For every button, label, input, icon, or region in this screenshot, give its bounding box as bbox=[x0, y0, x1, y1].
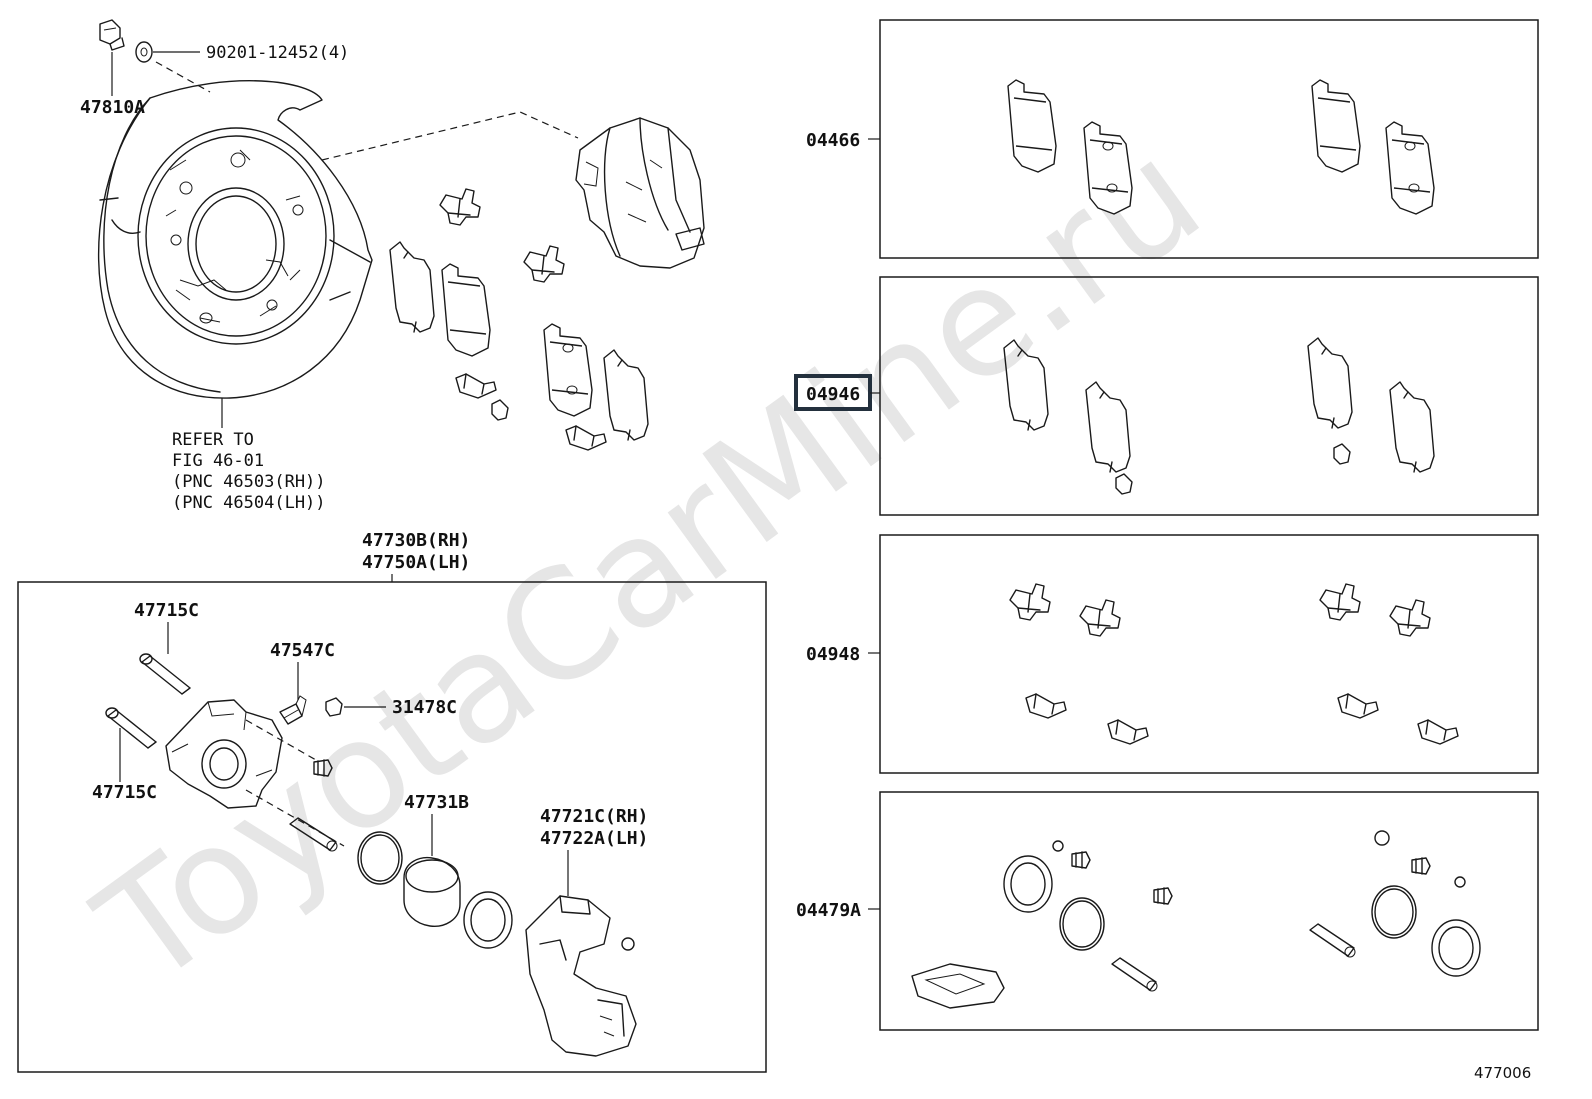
kit-04948-small-4[interactable] bbox=[1417, 719, 1459, 745]
slide-pin-upper[interactable] bbox=[139, 653, 191, 695]
kit-04948-clip-2[interactable] bbox=[1079, 599, 1121, 637]
clip-small-top-2[interactable] bbox=[491, 399, 509, 421]
kit-box-04948[interactable] bbox=[879, 534, 1539, 774]
bleeder-screw[interactable] bbox=[279, 695, 307, 725]
kit-code-04466[interactable]: 04466 bbox=[806, 130, 860, 151]
caliper-body[interactable] bbox=[165, 699, 283, 809]
clip-small-top-1[interactable] bbox=[455, 373, 497, 399]
bleeder-cap[interactable] bbox=[325, 697, 343, 717]
kit-04948-clip-3[interactable] bbox=[1319, 583, 1361, 621]
kit-04946-shim-2[interactable] bbox=[1085, 381, 1131, 473]
kit-box-04479a[interactable] bbox=[879, 791, 1539, 1031]
caliper-mounting[interactable] bbox=[525, 895, 637, 1057]
kit-04479a-cap-2[interactable] bbox=[1374, 830, 1390, 846]
kit-04479a-bush-1[interactable] bbox=[1071, 851, 1091, 869]
label-mount-lh: 47722A(LH) bbox=[540, 828, 648, 849]
label-washer-90201: 90201-12452(4) bbox=[206, 43, 349, 63]
label-refer-pnc-lh: (PNC 46504(LH)) bbox=[172, 493, 326, 513]
kit-04466-pad-4[interactable] bbox=[1385, 121, 1435, 215]
watermark-text: ToyotaCarMine.ru bbox=[68, 108, 1231, 1020]
bolt-47810a[interactable] bbox=[99, 19, 125, 51]
kit-04948-small-2[interactable] bbox=[1107, 719, 1149, 745]
clip-top-2[interactable] bbox=[523, 245, 565, 283]
label-refer-fig: FIG 46-01 bbox=[172, 451, 264, 471]
piston-boot[interactable] bbox=[463, 891, 513, 949]
label-bleeder-47547c: 47547C bbox=[270, 640, 335, 661]
label-mount-rh: 47721C(RH) bbox=[540, 806, 648, 827]
kit-box-04946[interactable] bbox=[879, 276, 1539, 516]
label-bolt-47810a: 47810A bbox=[80, 97, 145, 118]
kit-code-04946[interactable]: 04946 bbox=[806, 384, 860, 405]
slide-pin-lower[interactable] bbox=[105, 707, 157, 749]
kit-04479a-bush-2[interactable] bbox=[1153, 887, 1173, 905]
kit-04946-shim-4[interactable] bbox=[1389, 381, 1435, 473]
backing-plate-assembly[interactable] bbox=[97, 80, 373, 399]
shim-top-left[interactable] bbox=[389, 241, 435, 333]
kit-04479a-seal-1[interactable] bbox=[1059, 897, 1105, 951]
label-caliper-rh: 47730B(RH) bbox=[362, 530, 470, 551]
pad-top-left[interactable] bbox=[441, 263, 491, 357]
kit-04479a-boot-1[interactable] bbox=[1003, 855, 1053, 913]
label-refer-to: REFER TO bbox=[172, 430, 254, 450]
clip-top-1[interactable] bbox=[439, 188, 481, 226]
kit-code-04479a[interactable]: 04479A bbox=[796, 900, 861, 921]
label-caliper-lh: 47750A(LH) bbox=[362, 552, 470, 573]
kit-04479a-pin-2[interactable] bbox=[1309, 923, 1356, 958]
caliper-detail-box bbox=[17, 581, 767, 1073]
kit-04948-clip-4[interactable] bbox=[1389, 599, 1431, 637]
slide-pin-bush[interactable] bbox=[289, 817, 338, 852]
shim-top-right[interactable] bbox=[603, 349, 649, 441]
kit-04466-pad-1[interactable] bbox=[1007, 79, 1057, 173]
label-piston-47731b: 47731B bbox=[404, 792, 469, 813]
kit-code-04948[interactable]: 04948 bbox=[806, 644, 860, 665]
kit-04479a-grease-pack[interactable] bbox=[911, 963, 1005, 1009]
kit-04948-small-1[interactable] bbox=[1025, 693, 1067, 719]
label-pin-47715c-lower: 47715C bbox=[92, 782, 157, 803]
kit-04479a-seal-2[interactable] bbox=[1371, 885, 1417, 939]
label-refer-pnc-rh: (PNC 46503(RH)) bbox=[172, 472, 326, 492]
kit-04479a-cap-3[interactable] bbox=[1454, 876, 1466, 888]
caliper-assembly-top[interactable] bbox=[575, 117, 705, 269]
label-cap-31478c: 31478C bbox=[392, 697, 457, 718]
pad-top-right[interactable] bbox=[543, 323, 593, 417]
kit-04946-clip-2[interactable] bbox=[1333, 443, 1351, 465]
washer-90201[interactable] bbox=[135, 41, 153, 63]
kit-04948-clip-1[interactable] bbox=[1009, 583, 1051, 621]
kit-04946-clip-1[interactable] bbox=[1115, 473, 1133, 495]
diagram-id: 477006 bbox=[1474, 1064, 1531, 1082]
kit-04479a-pin-1[interactable] bbox=[1111, 957, 1158, 992]
kit-04466-pad-2[interactable] bbox=[1083, 121, 1133, 215]
kit-04479a-cap-1[interactable] bbox=[1052, 840, 1064, 852]
piston[interactable] bbox=[403, 856, 461, 927]
kit-04466-pad-3[interactable] bbox=[1311, 79, 1361, 173]
label-pin-47715c-upper: 47715C bbox=[134, 600, 199, 621]
mounting-bolt-cap[interactable] bbox=[621, 937, 635, 951]
kit-04948-small-3[interactable] bbox=[1337, 693, 1379, 719]
kit-04946-shim-3[interactable] bbox=[1307, 337, 1353, 429]
kit-04479a-boot-2[interactable] bbox=[1431, 919, 1481, 977]
clip-small-top-3[interactable] bbox=[565, 425, 607, 451]
kit-04479a-bush-3[interactable] bbox=[1411, 857, 1431, 875]
kit-box-04466[interactable] bbox=[879, 19, 1539, 259]
